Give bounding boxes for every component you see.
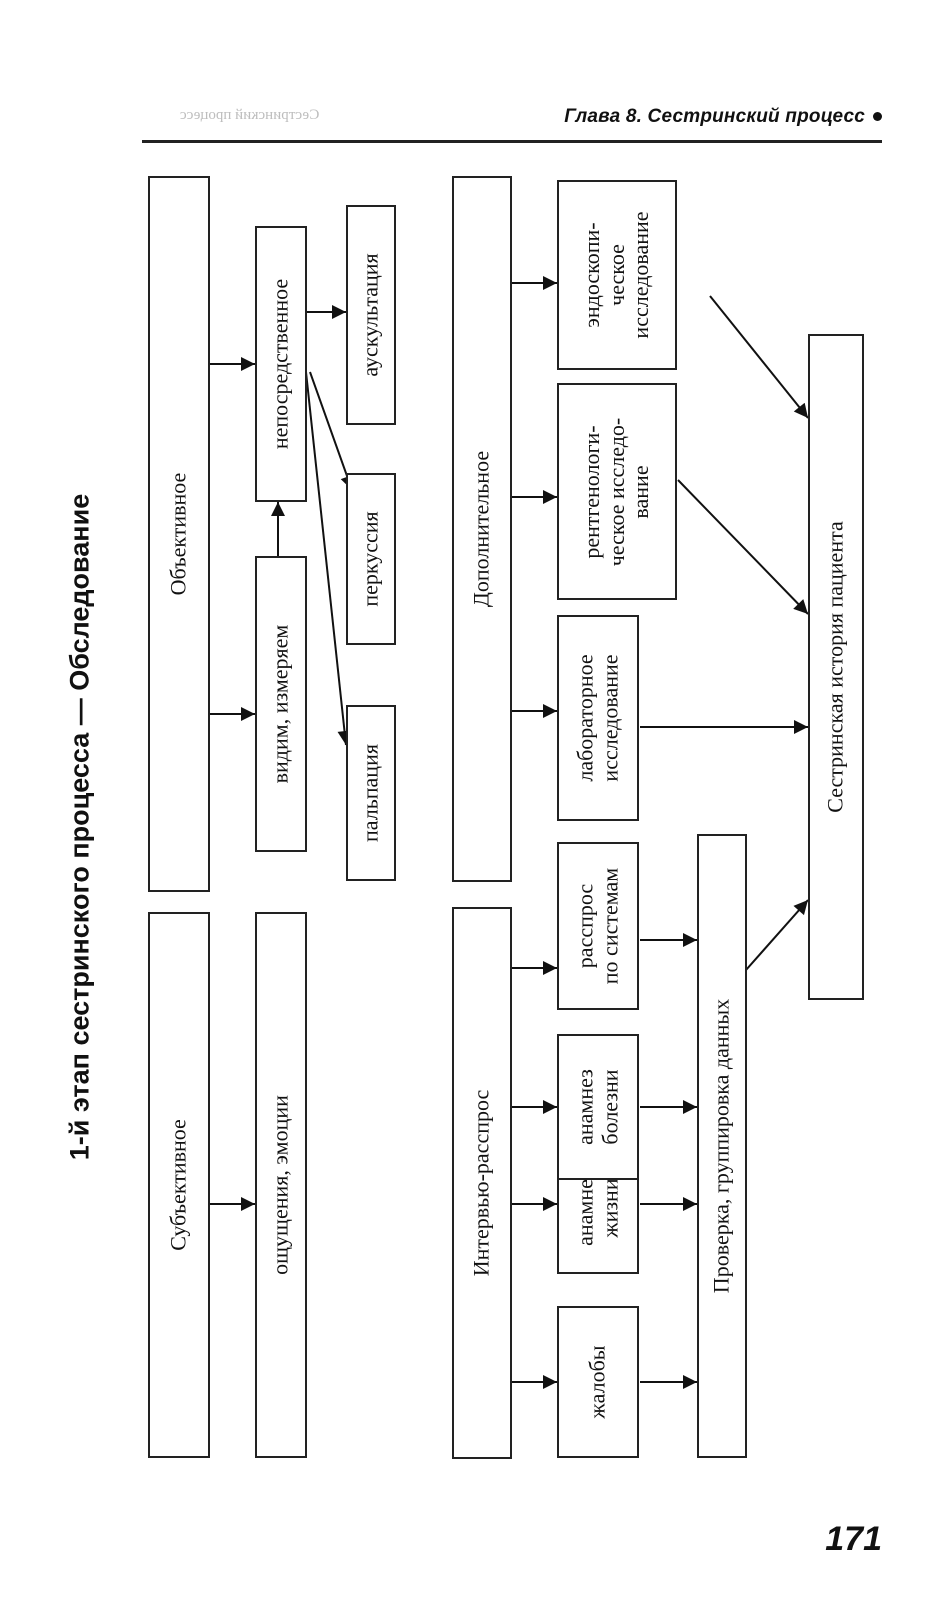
- direct-box: непосредственное: [255, 226, 307, 502]
- subjective-box: Субъективное: [148, 912, 210, 1458]
- arrow-endoscopic-history: [709, 295, 809, 419]
- nursing-history-box: Сестринская история пациента: [808, 334, 864, 1000]
- xray-exam-box: рентгенологи-ческое исследо-вание: [557, 383, 677, 600]
- sensations-box: ощущения, эмоции: [255, 912, 307, 1458]
- palpation-box: пальпация: [346, 705, 396, 881]
- see-measure-box: видим, измеряем: [255, 556, 307, 852]
- complaints-box: жалобы: [557, 1306, 639, 1458]
- auscultation-box: аускультация: [346, 205, 396, 425]
- chapter-header: Глава 8. Сестринский процесс: [382, 106, 882, 128]
- arrow-check-history: [745, 899, 809, 971]
- page-number: 171: [825, 1520, 882, 1558]
- data-check-box: Проверка, группировка данных: [697, 834, 747, 1458]
- additional-box: Дополнительное: [452, 176, 512, 882]
- chapter-title: Глава 8. Сестринский процесс: [564, 106, 865, 127]
- objective-box: Объективное: [148, 176, 210, 892]
- header-rule: [142, 140, 882, 143]
- arrow-xray-history: [677, 479, 809, 615]
- arrow-direct-palpation: [305, 371, 352, 746]
- interview-box: Интервью-расспрос: [452, 907, 512, 1459]
- percussion-box: перкуссия: [346, 473, 396, 645]
- bullet-dot-icon: [873, 112, 882, 122]
- arrow-direct-percussion: [309, 371, 354, 491]
